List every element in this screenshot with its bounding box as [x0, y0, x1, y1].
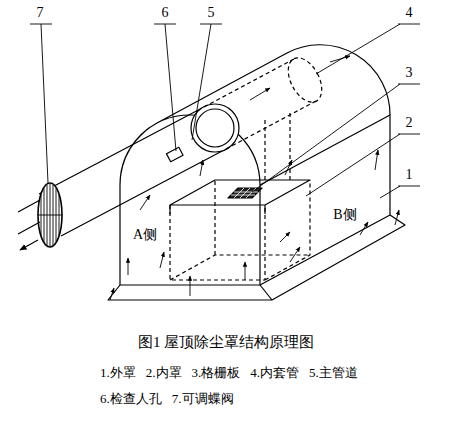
- part-name: 3.格栅板: [192, 366, 241, 380]
- airflow-arrow: [375, 150, 378, 170]
- part-name: 2.内罩: [146, 366, 182, 380]
- parts-list-row: 6.检查人孔 7.可调蝶阀: [100, 392, 234, 406]
- airflow-arrow: [280, 232, 290, 242]
- airflow-arrow: [245, 262, 246, 280]
- pipe-ring: [191, 104, 239, 152]
- outer-hood-dome: [120, 45, 390, 185]
- callout-number: 6: [162, 5, 169, 20]
- airflow-arrow: [360, 222, 368, 235]
- inner-hood-top: [170, 180, 310, 214]
- grate-plate: [228, 188, 262, 198]
- side-label: B侧: [332, 207, 357, 222]
- inner-sleeve: [204, 59, 316, 149]
- callout-number: 2: [406, 115, 413, 130]
- part-name: 6.检查人孔: [100, 392, 162, 406]
- leader-lines: [30, 24, 420, 198]
- part-name: 1.外罩: [100, 366, 136, 380]
- callout-number: 3: [406, 65, 413, 80]
- airflow-arrow: [395, 210, 399, 225]
- parts-list-row: 1.外罩 2.内罩 3.格栅板 4.内套管 5.主管道: [100, 366, 358, 380]
- airflow-arrow: [330, 56, 350, 62]
- figure-caption: 图1 屋顶除尘罩结构原理图: [138, 334, 314, 351]
- inner-sleeve-end: [281, 52, 328, 108]
- callout-number: 5: [208, 5, 215, 20]
- airflow-arrow: [200, 160, 203, 176]
- butterfly-valve: [38, 183, 62, 247]
- airflow-arrow: [250, 88, 270, 100]
- inner-hood: [170, 180, 310, 280]
- airflow-arrow: [128, 258, 129, 275]
- part-name: 4.内套管: [250, 366, 299, 380]
- airflow-arrow: [285, 160, 292, 175]
- airflow-arrow: [290, 247, 300, 262]
- airflow-arrow: [160, 252, 164, 268]
- side-label: A侧: [132, 227, 158, 242]
- hood-skirt: [108, 215, 405, 300]
- part-name: 5.主管道: [309, 366, 358, 380]
- part-name: 7.可调蝶阀: [172, 392, 234, 406]
- callout-number: 1: [406, 167, 413, 182]
- outer-hood-front: [120, 185, 260, 285]
- outer-hood-side: [260, 115, 390, 285]
- airflow-arrow: [110, 288, 114, 300]
- airflow-arrow: [190, 276, 191, 296]
- inspection-hole: [166, 147, 183, 162]
- callout-number: 4: [406, 5, 413, 20]
- callout-number: 7: [37, 5, 44, 20]
- airflow-arrow: [140, 195, 150, 210]
